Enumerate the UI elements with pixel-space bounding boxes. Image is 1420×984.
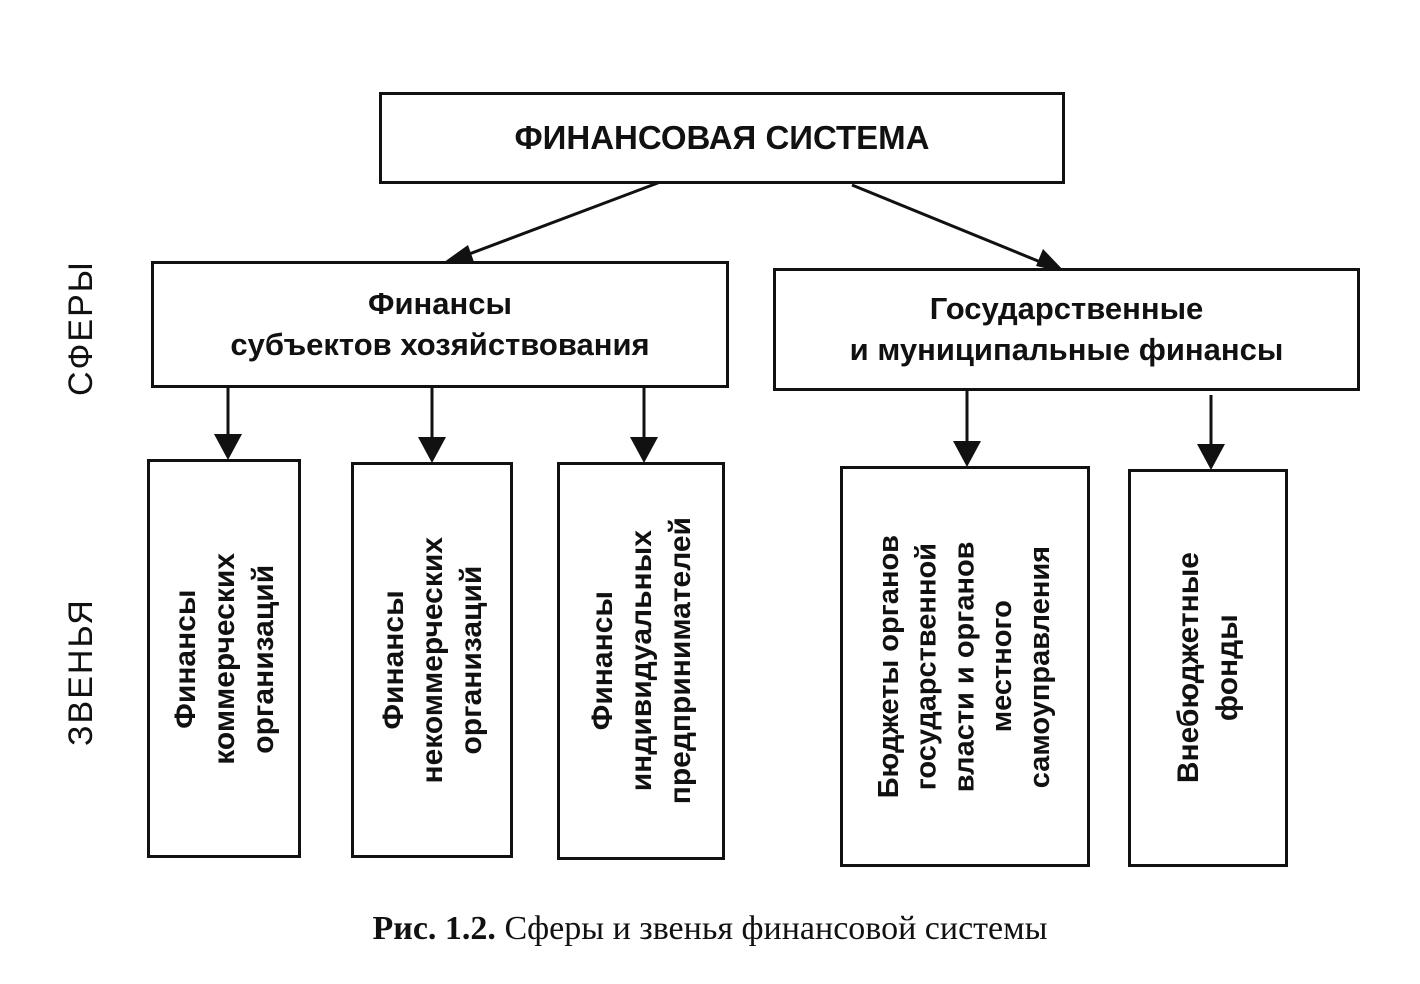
arrowhead-sphere-state (1036, 249, 1066, 273)
arrow-root-to-sphere-business (447, 179, 664, 264)
link-label: Финансы коммерческих организаций (168, 552, 280, 765)
arrowhead-link5 (1197, 444, 1225, 470)
link-extrabudgetary-funds: Внебюджетные фонды (1128, 469, 1288, 867)
link-noncommercial-organizations: Финансы некоммерческих организаций (351, 462, 513, 858)
sphere-label: Финансы субъектов хозяйствования (230, 285, 650, 362)
link-label: Финансы индивидуальных предпринимателей (585, 517, 697, 805)
link-individual-entrepreneurs: Финансы индивидуальных предпринимателей (557, 462, 725, 860)
sphere-state-municipal-finance: Государственные и муниципальные финансы (773, 268, 1360, 391)
arrowhead-sphere-business (440, 245, 474, 265)
link-label: Финансы некоммерческих организаций (376, 536, 488, 784)
root-box: ФИНАНСОВАЯ СИСТЕМА (379, 92, 1065, 184)
link-label: Внебюджетные фонды (1172, 552, 1244, 784)
arrow-root-to-sphere-state (851, 183, 1061, 272)
link-label: Бюджеты органов государственной власти и… (872, 534, 1056, 799)
sphere-business-finance: Финансы субъектов хозяйствования (151, 261, 729, 388)
spheres-label: СФЕРЫ (62, 260, 100, 396)
arrowhead-link3 (630, 437, 658, 463)
arrowhead-link1 (214, 434, 242, 460)
links-label: ЗВЕНЬЯ (62, 598, 100, 746)
arrowhead-link4 (953, 441, 981, 467)
figure-caption: Рис. 1.2. Сферы и звенья финансовой сист… (0, 910, 1420, 948)
root-title: ФИНАНСОВАЯ СИСТЕМА (514, 119, 930, 157)
caption-number: Рис. 1.2. (372, 910, 496, 947)
caption-text: Сферы и звенья финансовой системы (495, 910, 1048, 947)
sphere-label: Государственные и муниципальные финансы (849, 290, 1284, 367)
link-government-budgets: Бюджеты органов государственной власти и… (840, 466, 1090, 867)
link-commercial-organizations: Финансы коммерческих организаций (147, 459, 301, 858)
arrowhead-link2 (418, 437, 446, 463)
